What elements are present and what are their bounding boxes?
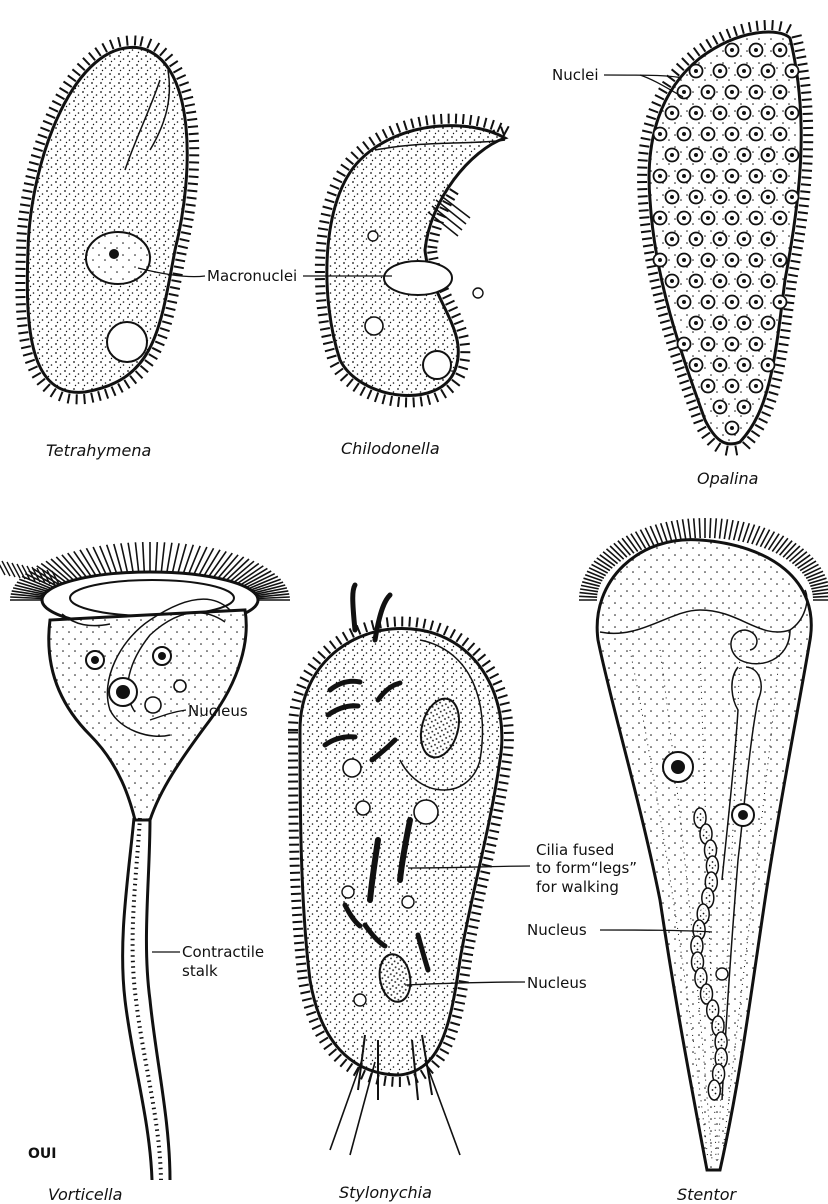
macronuclei-label: Macronuclei (207, 267, 297, 285)
stylonychia-figure: Stylonychia (288, 585, 514, 1202)
opalina-caption: Opalina (697, 469, 758, 488)
cilia-legs-label-line3: for walking (536, 878, 619, 896)
tetrahymena-nucleolus (109, 249, 119, 259)
nuclei-label: Nuclei (552, 66, 599, 84)
contractile-stalk-callout: Contractile stalk (152, 943, 264, 980)
vorticella-figure: OUI Vorticella (0, 542, 290, 1204)
cilia-legs-label-line2: to form“legs” (536, 859, 637, 877)
stylonychia-caption: Stylonychia (339, 1183, 432, 1202)
chilodonella-macronucleus (384, 261, 452, 295)
chilodonella-caption: Chilodonella (341, 439, 440, 458)
contractile-stalk-label-line1: Contractile (182, 943, 264, 961)
cilia-legs-label-line1: Cilia fused (536, 841, 614, 859)
tetrahymena-caption: Tetrahymena (46, 441, 151, 460)
stentor-nucleus-label: Nucleus (527, 921, 587, 939)
opalina-figure: Opalina (637, 20, 813, 488)
vorticella-caption: Vorticella (48, 1185, 122, 1204)
stentor-caption: Stentor (677, 1185, 737, 1204)
contractile-stalk-label-line2: stalk (182, 962, 218, 980)
vorticella-contractile-stalk (123, 818, 170, 1180)
chilodonella-vacuole-2 (365, 317, 383, 335)
tetrahymena-vacuole (107, 322, 147, 362)
vorticella-signature: OUI (28, 1146, 56, 1162)
vorticella-nucleus-label: Nucleus (188, 702, 248, 720)
chilodonella-vacuole-1 (423, 351, 451, 379)
chilodonella-figure: Chilodonella (315, 114, 509, 458)
stylonychia-nucleus-label: Nucleus (527, 974, 587, 992)
tetrahymena-figure: Tetrahymena (15, 36, 199, 461)
